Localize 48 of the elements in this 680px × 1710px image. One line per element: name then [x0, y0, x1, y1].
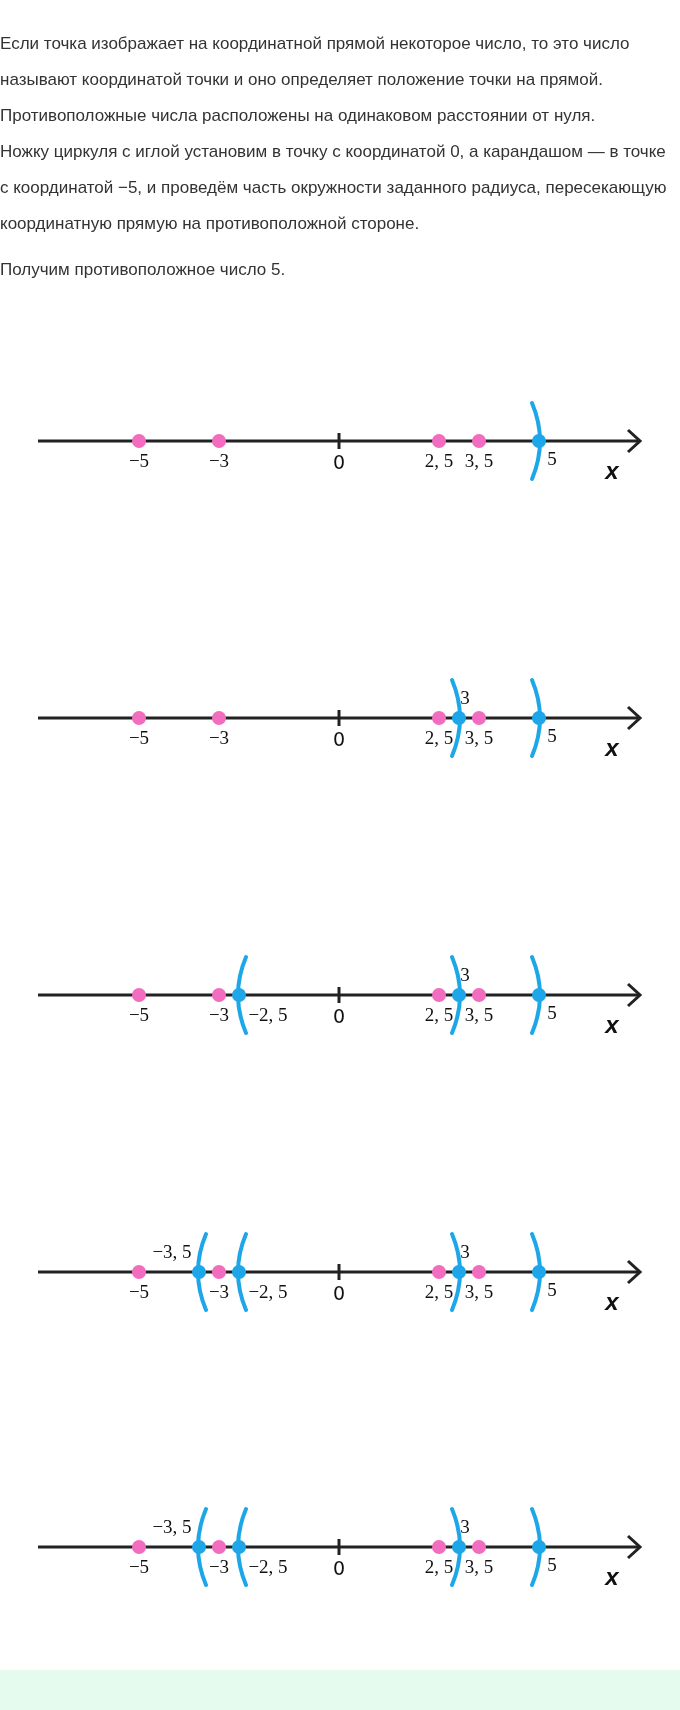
- coordinate-label: 5: [547, 449, 557, 468]
- coordinate-label: 5: [547, 726, 557, 745]
- coordinate-label: −2, 5: [248, 1005, 288, 1024]
- coordinate-label: 2, 5: [424, 1005, 454, 1024]
- coordinate-label: −3: [208, 1282, 230, 1301]
- coordinate-label: 5: [547, 1003, 557, 1022]
- axis-name: x: [605, 459, 619, 483]
- coordinate-label: 5: [547, 1555, 557, 1574]
- coordinate-label: −3: [208, 1557, 230, 1576]
- coordinate-label: 3, 5: [464, 451, 494, 470]
- coordinate-label: −3, 5: [152, 1242, 192, 1261]
- coordinate-label: 3, 5: [464, 728, 494, 747]
- coordinate-label: 3, 5: [464, 1557, 494, 1576]
- coordinate-label: 0: [332, 730, 346, 749]
- coordinate-label: 3, 5: [464, 1282, 494, 1301]
- coordinate-label: 0: [332, 453, 346, 472]
- coordinate-label: 3: [460, 688, 470, 707]
- coordinate-label: 3: [460, 965, 470, 984]
- coordinate-label: −3: [208, 451, 230, 470]
- axis-name: x: [605, 736, 619, 760]
- coordinate-label: −3: [208, 728, 230, 747]
- coordinate-label: 2, 5: [424, 1557, 454, 1576]
- coordinate-label: −5: [128, 728, 150, 747]
- coordinate-label: 5: [547, 1280, 557, 1299]
- coordinate-label: −5: [128, 451, 150, 470]
- coordinate-label: −5: [128, 1282, 150, 1301]
- coordinate-label: −3, 5: [152, 1517, 192, 1536]
- coordinate-label: −3: [208, 1005, 230, 1024]
- axis-name: x: [605, 1565, 619, 1589]
- coordinate-label: 3: [460, 1242, 470, 1261]
- coordinate-label: −5: [128, 1557, 150, 1576]
- coordinate-label: −5: [128, 1005, 150, 1024]
- coordinate-label: 2, 5: [424, 1282, 454, 1301]
- paragraph: Ножку циркуля с иглой установим в точку с координатой 0, а карандашом — в точке с координатой −5, и проведём часть окружности заданного радиуса, пересекающую координатную прямую на противоположной стороне.: [0, 141, 668, 235]
- coordinate-label: 2, 5: [424, 451, 454, 470]
- coordinate-label: 3: [460, 1517, 470, 1536]
- paragraph: Если точка изображает на координатной прямой некоторое число, то это число называют координатой точки и оно определяет положение точки на прямой.: [0, 33, 631, 91]
- coordinate-label: 0: [332, 1559, 346, 1578]
- coordinate-label: 0: [332, 1284, 346, 1303]
- coordinate-label: −2, 5: [248, 1557, 288, 1576]
- axis-name: x: [605, 1013, 619, 1037]
- coordinate-label: 2, 5: [424, 728, 454, 747]
- coordinate-label: 3, 5: [464, 1005, 494, 1024]
- coordinate-label: −2, 5: [248, 1282, 288, 1301]
- axis-name: x: [605, 1290, 619, 1314]
- coordinate-label: 0: [332, 1007, 346, 1026]
- paragraph: Получим противоположное число 5.: [0, 259, 287, 281]
- paragraph: Противоположные числа расположены на одинаковом расстоянии от нуля.: [0, 105, 597, 127]
